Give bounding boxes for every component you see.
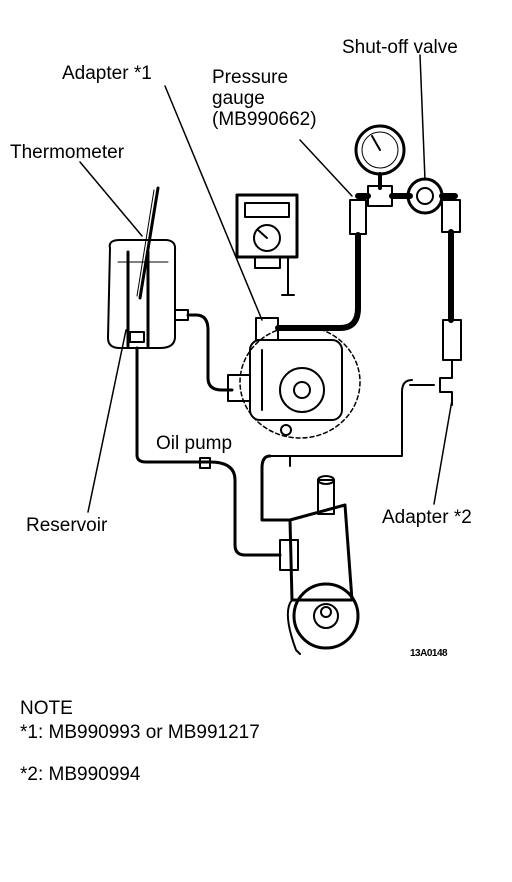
return-hose — [260, 229, 462, 522]
pressure-gauge-label-line2: gauge — [212, 88, 265, 109]
thermometer-label: Thermometer — [10, 142, 125, 163]
note-line-1: *1: MB990993 or MB991217 — [20, 722, 260, 743]
oil-pump — [227, 317, 361, 439]
shutoff-valve-label: Shut-off valve — [342, 37, 458, 58]
note-heading: NOTE — [20, 698, 73, 719]
pressure-gauge-label-line1: Pressure — [212, 67, 289, 88]
tester — [235, 193, 299, 296]
oil-pump-label: Oil pump — [156, 433, 233, 454]
adapter1-label: Adapter *1 — [62, 63, 152, 84]
figure-code: 13A0148 — [410, 648, 448, 659]
gauge-valve-assembly — [354, 124, 461, 233]
adapter2-label: Adapter *2 — [382, 507, 472, 528]
reservoir-label: Reservoir — [26, 515, 108, 536]
note-line-2: *2: MB990994 — [20, 764, 141, 785]
adapter1-hose — [275, 199, 367, 331]
suction-hoses — [135, 313, 282, 557]
thermometer — [136, 186, 160, 300]
leader-lines — [79, 54, 453, 513]
reservoir — [107, 239, 189, 349]
gear-box — [279, 475, 360, 655]
pressure-gauge-label-line3: (MB990662) — [212, 109, 317, 130]
